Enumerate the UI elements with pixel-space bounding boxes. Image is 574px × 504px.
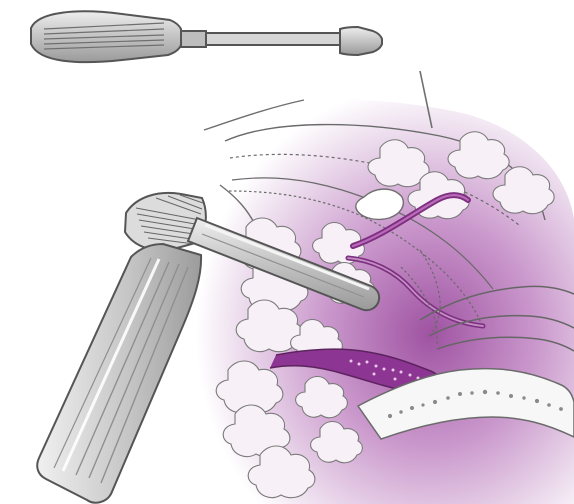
anatomical-cross-section <box>196 71 574 504</box>
standalone-instrument <box>31 11 382 62</box>
